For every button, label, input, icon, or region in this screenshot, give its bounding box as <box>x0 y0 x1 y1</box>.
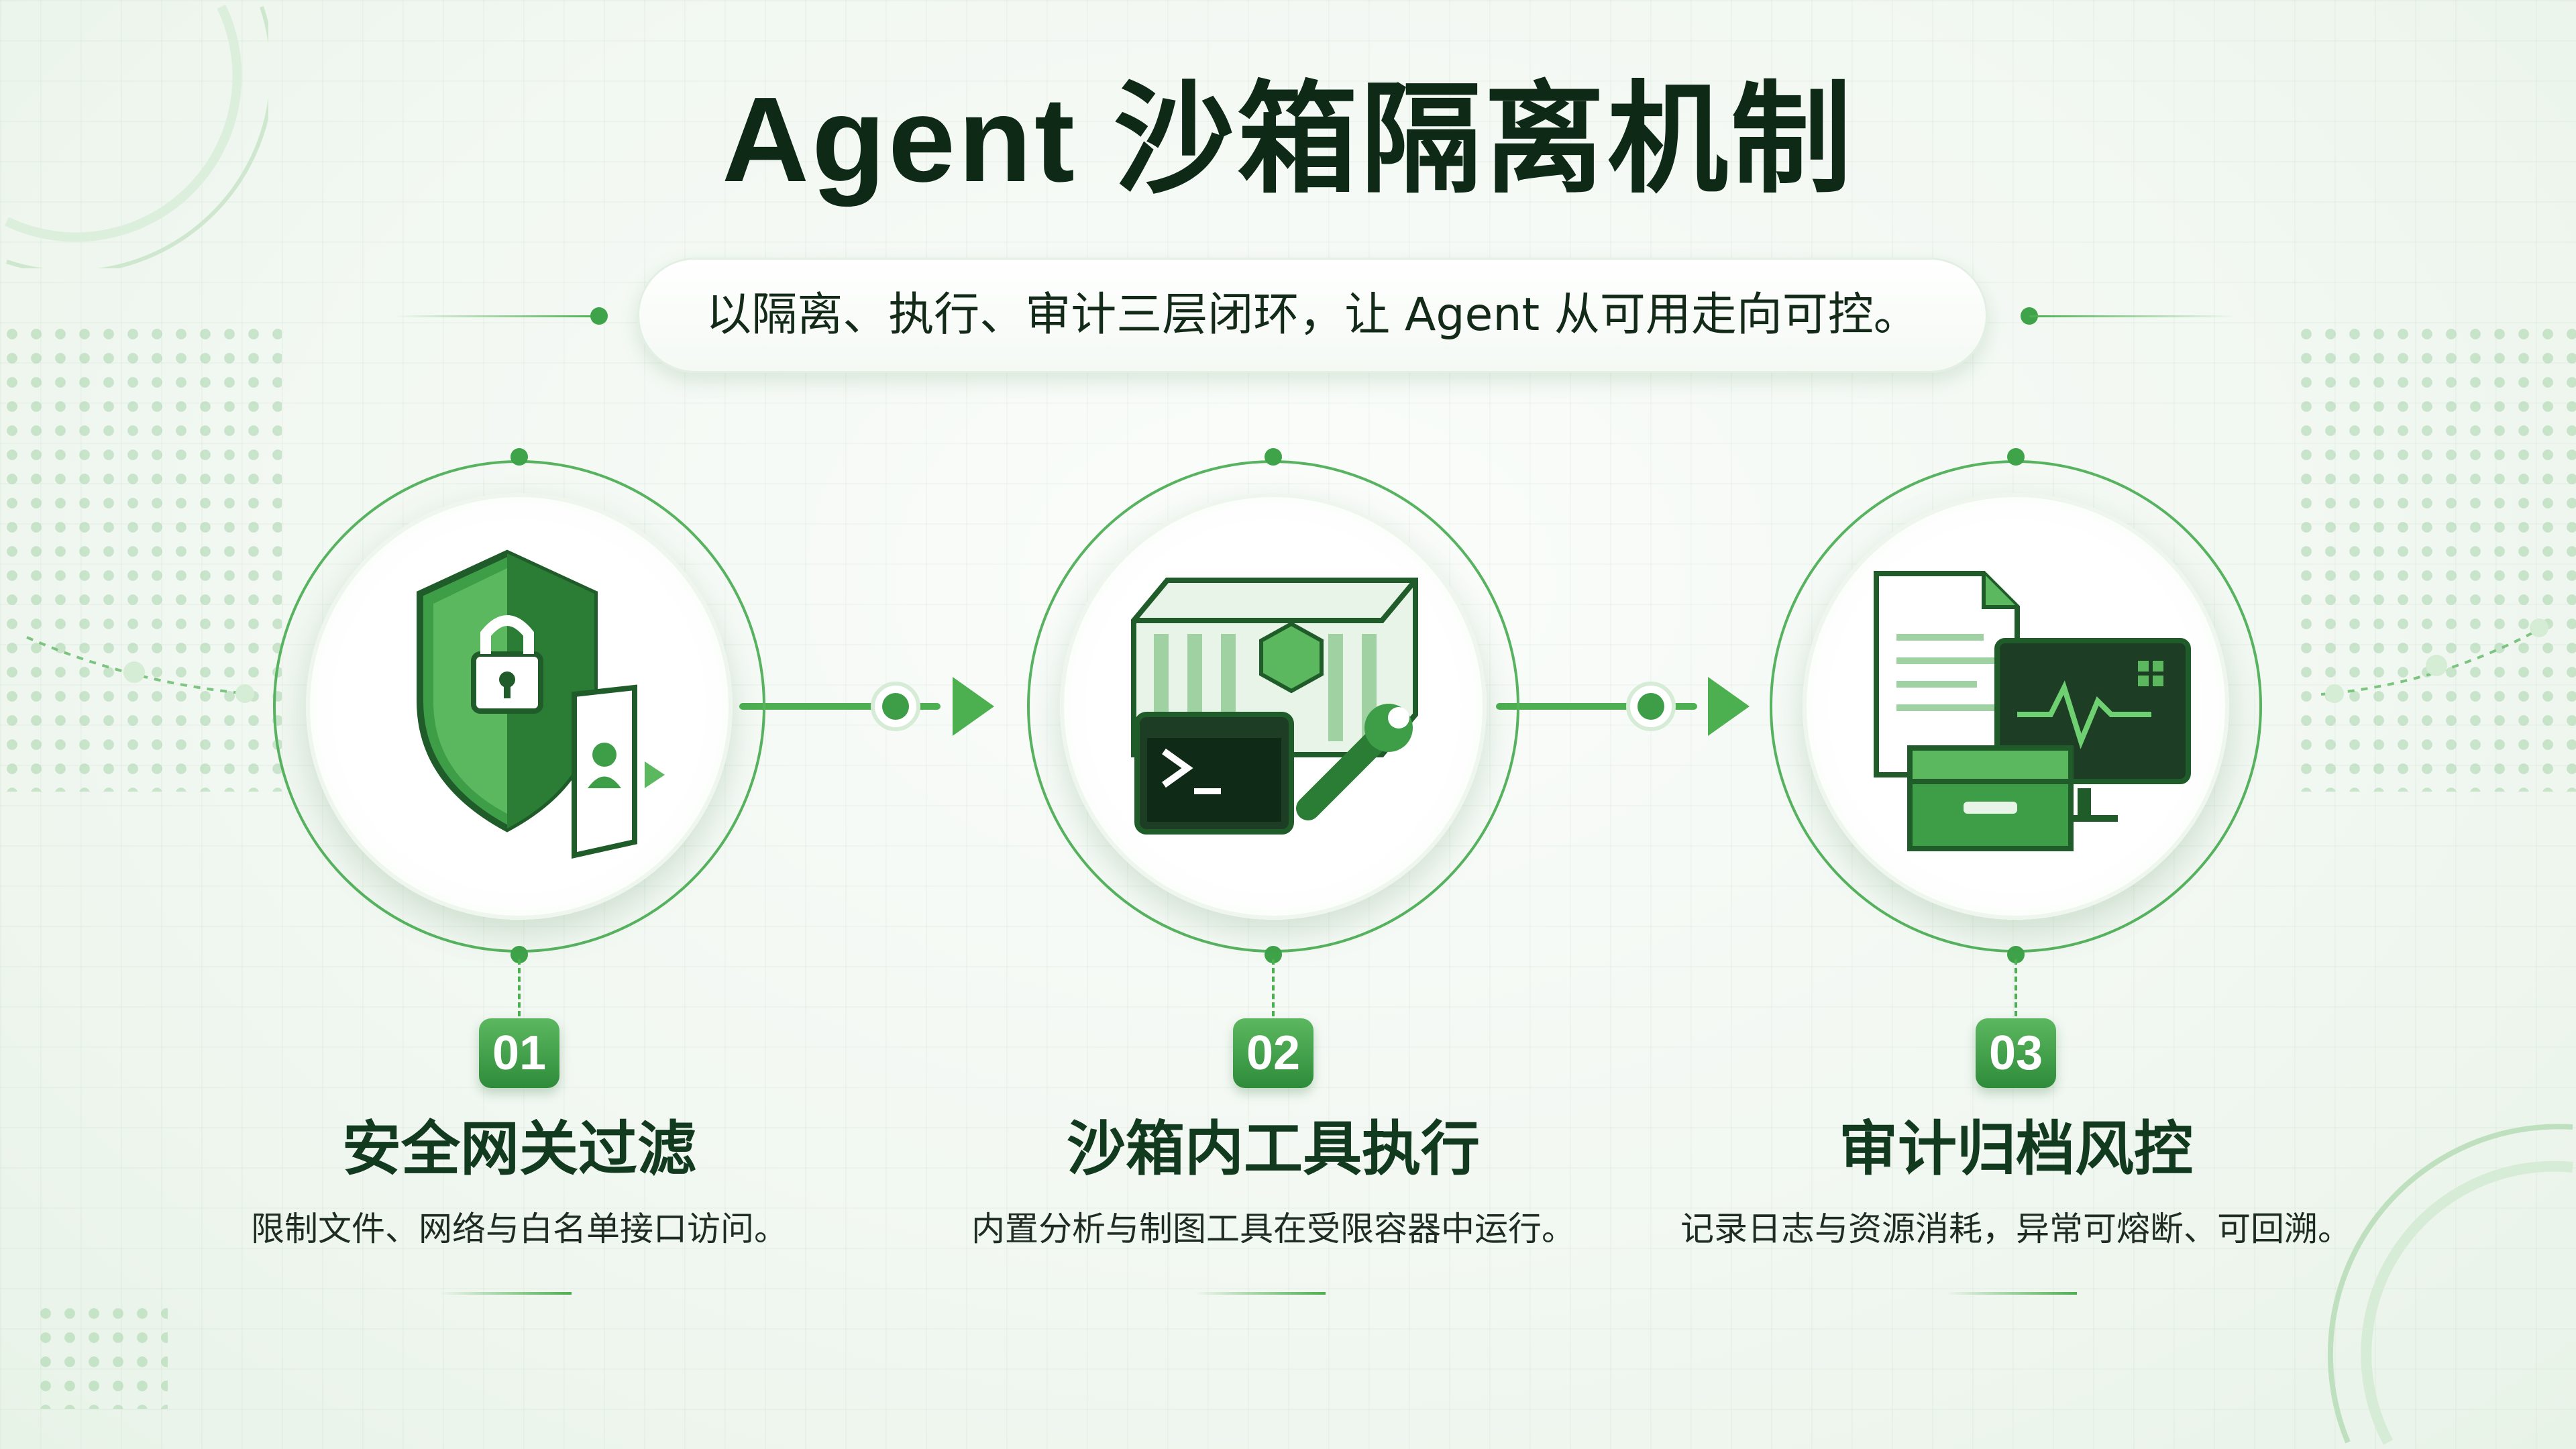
decor-dots-bottom-left <box>34 1301 168 1409</box>
step-1-title: 安全网关过滤 <box>341 1114 696 1183</box>
subtitle-pill: 以隔离、执行、审计三层闭环，让 Agent 从可用走向可控。 <box>637 258 1988 373</box>
step-1-number-badge: 01 <box>479 1018 559 1088</box>
step-1-ring-dot-top <box>511 448 528 466</box>
decor-dots-left <box>0 322 282 792</box>
connector-node-2 <box>1626 682 1676 731</box>
step-3-underline <box>1945 1292 2077 1295</box>
subtitle-dot-left <box>590 307 608 325</box>
subtitle-line-right <box>2029 315 2235 317</box>
step-3-description: 记录日志与资源消耗，异常可熔断、可回溯。 <box>1680 1210 2351 1248</box>
connector-node-1 <box>871 682 920 731</box>
arrow-head-1 <box>953 677 994 736</box>
decor-dots-right <box>2294 322 2576 792</box>
step-3-number-badge: 03 <box>1976 1018 2056 1088</box>
step-2-dashed-link <box>1272 959 1275 1016</box>
step-1-icon-circle <box>306 493 733 920</box>
container-terminal-wrench-icon <box>1131 578 1418 835</box>
subtitle-line-left <box>394 315 600 317</box>
decor-arc-top-left <box>4 4 268 268</box>
arrow-head-2 <box>1708 677 1750 736</box>
step-1-underline <box>440 1292 572 1295</box>
document-monitor-archive-icon <box>1874 571 2191 851</box>
step-2-description: 内置分析与制图工具在受限容器中运行。 <box>971 1210 1575 1248</box>
step-3-dashed-link <box>2015 959 2017 1016</box>
step-2-underline <box>1194 1292 1326 1295</box>
step-1-dashed-link <box>518 959 521 1016</box>
decor-dashed-curve-left <box>26 636 256 703</box>
step-3-icon-circle <box>1803 493 2229 920</box>
step-2-number-badge: 02 <box>1233 1018 1313 1088</box>
step-2-ring-dot-top <box>1265 448 1282 466</box>
decor-dashed-curve-right <box>2320 619 2550 703</box>
connector-2-3 <box>1496 703 1697 710</box>
step-2-title: 沙箱内工具执行 <box>1066 1114 1480 1183</box>
decor-arc-bottom-right <box>2327 1124 2573 1445</box>
page-title: Agent 沙箱隔离机制 <box>722 72 1854 207</box>
step-2-icon-circle <box>1060 493 1487 920</box>
shield-lock-door-icon <box>417 549 665 859</box>
connector-1-2 <box>739 703 941 710</box>
step-3-ring-dot-top <box>2007 448 2025 466</box>
step-3-title: 审计归档风控 <box>1838 1114 2193 1183</box>
subtitle-text: 以隔离、执行、审计三层闭环，让 Agent 从可用走向可控。 <box>706 288 1919 342</box>
step-1-description: 限制文件、网络与白名单接口访问。 <box>251 1210 788 1248</box>
